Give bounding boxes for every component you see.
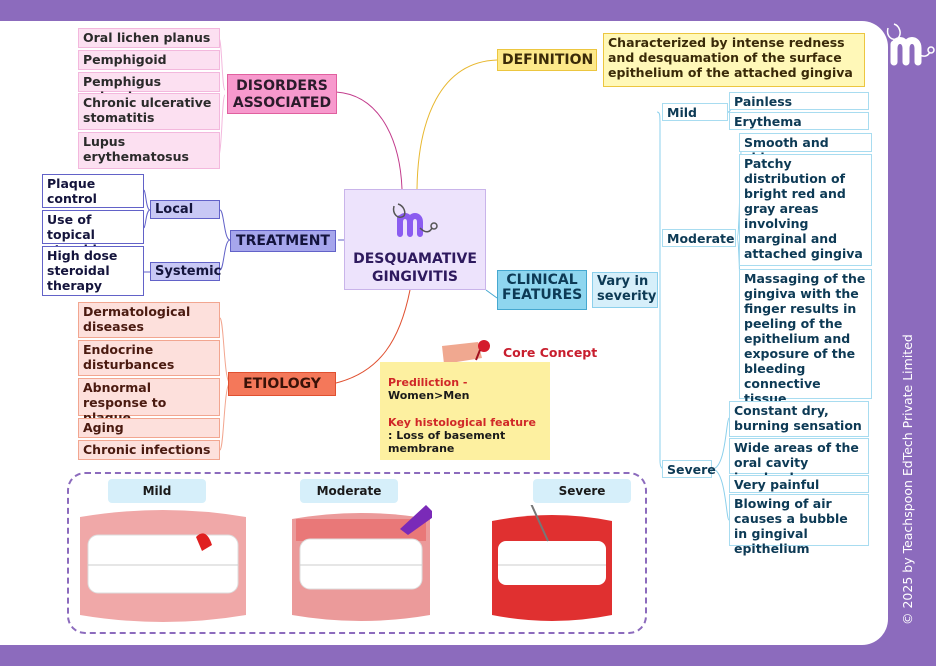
moderate-node: Moderate [662, 229, 736, 247]
definition-text: Characterized by intense redness and des… [603, 33, 865, 87]
central-topic-title: DESQUAMATIVE GINGIVITIS [353, 251, 477, 285]
moderate-item: Massaging of the gingiva with the finger… [739, 269, 872, 406]
histology-value: : Loss of basement membrane [388, 429, 506, 455]
etiology-item: Chronic infections [78, 440, 220, 460]
core-concept-label: Core Concept [503, 345, 598, 360]
severe-item: Constant dry, burning sensation [729, 401, 869, 437]
severity-node: Vary in severity [592, 272, 658, 308]
definition-node: DEFINITION [497, 49, 597, 71]
connector-definition [416, 59, 498, 190]
copyright-text: © 2025 by Teachspoon EdTech Private Limi… [900, 334, 915, 625]
treatment-systemic-item: High dose steroidal therapy [42, 246, 144, 296]
connector-disorders [335, 91, 403, 190]
disorder-item: Lupus erythematosus [78, 132, 220, 169]
etiology-item: Abnormal response to plaque [78, 378, 220, 425]
disorder-item: Pemphigoid [78, 50, 220, 70]
disorders-node: DISORDERS ASSOCIATED [227, 74, 337, 114]
disorder-item: Pemphigus vulgaris [78, 72, 220, 104]
disorder-item: Chronic ulcerative stomatitis [78, 93, 220, 130]
treatment-local-item: Plaque control [42, 174, 144, 208]
teeth-moderate-image [292, 505, 432, 621]
image-label-mild: Mild [108, 479, 206, 503]
etiology-node: ETIOLOGY [228, 372, 336, 396]
image-label-severe: Severe [533, 479, 631, 503]
etiology-item: Aging [78, 418, 220, 438]
teeth-mild-image [80, 510, 246, 622]
etiology-item: Endocrine disturbances [78, 340, 220, 376]
connector-etiology [335, 289, 411, 384]
brand-logo-icon [392, 203, 438, 237]
corner-logo-icon [886, 23, 935, 66]
mild-item: Erythema [729, 112, 869, 130]
pin-icon [442, 340, 490, 364]
central-topic: DESQUAMATIVE GINGIVITIS [344, 189, 486, 290]
disorder-item: Oral lichen planus [78, 28, 220, 48]
moderate-item: Patchy distribution of bright red and gr… [739, 154, 872, 266]
mild-node: Mild [662, 103, 728, 121]
connector-clinical [485, 289, 498, 299]
severe-item: Very painful [729, 475, 869, 493]
mild-item: Painless [729, 92, 869, 110]
histology-label: Key histological feature [388, 416, 536, 429]
image-label-moderate: Moderate [300, 479, 398, 503]
severe-item: Blowing of air causes a bubble in gingiv… [729, 494, 869, 556]
teeth-severe-image [492, 505, 612, 621]
severity-bracket [656, 111, 666, 470]
treatment-local-item: Use of topical steroids [42, 210, 144, 257]
severe-item: Wide areas of the oral cavity involved [729, 438, 869, 485]
treatment-node: TREATMENT [230, 230, 336, 252]
predilection-value: Women>Men [388, 389, 470, 402]
etiology-item: Dermatological diseases [78, 302, 220, 338]
clinical-features-node: CLINICAL FEATURES [497, 270, 587, 310]
moderate-item: Smooth and shiny [739, 133, 872, 165]
predilection-label: Prediliction - [388, 376, 468, 389]
severe-node: Severe [662, 460, 716, 478]
treatment-local-node: Local [150, 200, 220, 219]
severity-images-panel [67, 472, 647, 634]
treatment-systemic-node: Systemic [150, 262, 221, 281]
core-concept-note: Prediliction - Women>Men Key histologica… [380, 362, 550, 460]
